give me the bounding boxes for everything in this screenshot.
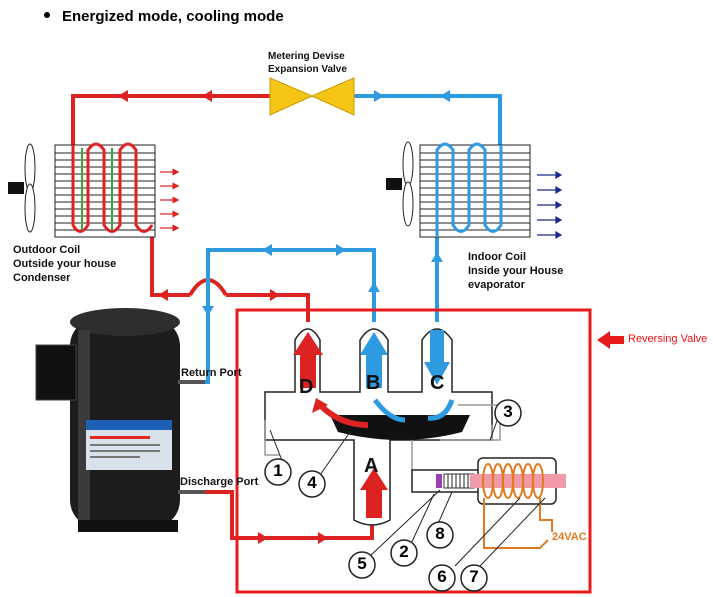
indoor-label-line-2: Inside your House [468,265,564,277]
valve-flow-arrows [293,330,455,518]
callout-3: 3 [503,402,513,421]
expansion-valve-icon [269,77,355,116]
outdoor-label-line-1: Outdoor Coil [13,244,81,256]
bullet-icon [44,12,50,19]
port-d-label: D [299,376,314,398]
callout-circles [264,399,522,592]
outdoor-fan-icon [8,143,36,233]
solenoid-icon [411,457,566,505]
valve-label-line-2: Expansion Valve [268,64,347,75]
outdoor-airflow-arrows [160,168,180,232]
compressor-icon [35,308,205,532]
port-b-label: B [366,372,381,394]
callout-4: 4 [307,473,317,492]
indoor-label-line-3: evaporator [468,279,525,291]
callout-1: 1 [273,461,283,480]
outdoor-label-line-2: Outside your house [13,258,117,270]
hot-line-top [71,94,272,145]
reversing-valve-frame [235,308,592,594]
indoor-airflow-arrows [537,170,563,240]
solenoid-wires [483,498,553,549]
reversing-valve-pointer [597,331,624,349]
flow-arrows [118,90,450,544]
reversing-valve-label: Reversing Valve [628,333,708,345]
cold-line-b-loop [178,248,376,384]
page-heading: Energized mode, cooling mode [44,8,284,25]
callout-leaders [269,417,546,567]
callout-5: 5 [357,554,367,573]
port-a-label: A [364,455,379,477]
voltage-label: 24VAC [552,531,587,543]
cold-line-top [352,94,502,145]
callout-7: 7 [469,567,479,586]
indoor-coil-icon [419,142,531,238]
indoor-coil-label: Indoor Coil Inside your House evaporator [468,250,563,292]
outdoor-label-line-3: Condenser [13,272,71,284]
port-c-label: C [430,372,445,394]
expansion-valve-label: Metering Devise Expansion Valve [268,50,347,76]
indoor-label-line-1: Indoor Coil [468,251,527,263]
valve-label-line-1: Metering Devise [268,51,345,62]
callout-2: 2 [399,542,409,561]
valve-slider [330,415,470,440]
return-port-label: Return Port [181,367,242,379]
outdoor-coil-icon [54,142,156,238]
callout-6: 6 [437,567,447,586]
callout-8: 8 [435,524,445,543]
hot-line-discharge [205,490,374,540]
discharge-port-label: Discharge Port [180,476,259,488]
indoor-fan-icon [386,141,414,227]
outdoor-coil-label: Outdoor Coil Outside your house Condense… [13,243,116,285]
heading-text: Energized mode, cooling mode [62,8,284,25]
